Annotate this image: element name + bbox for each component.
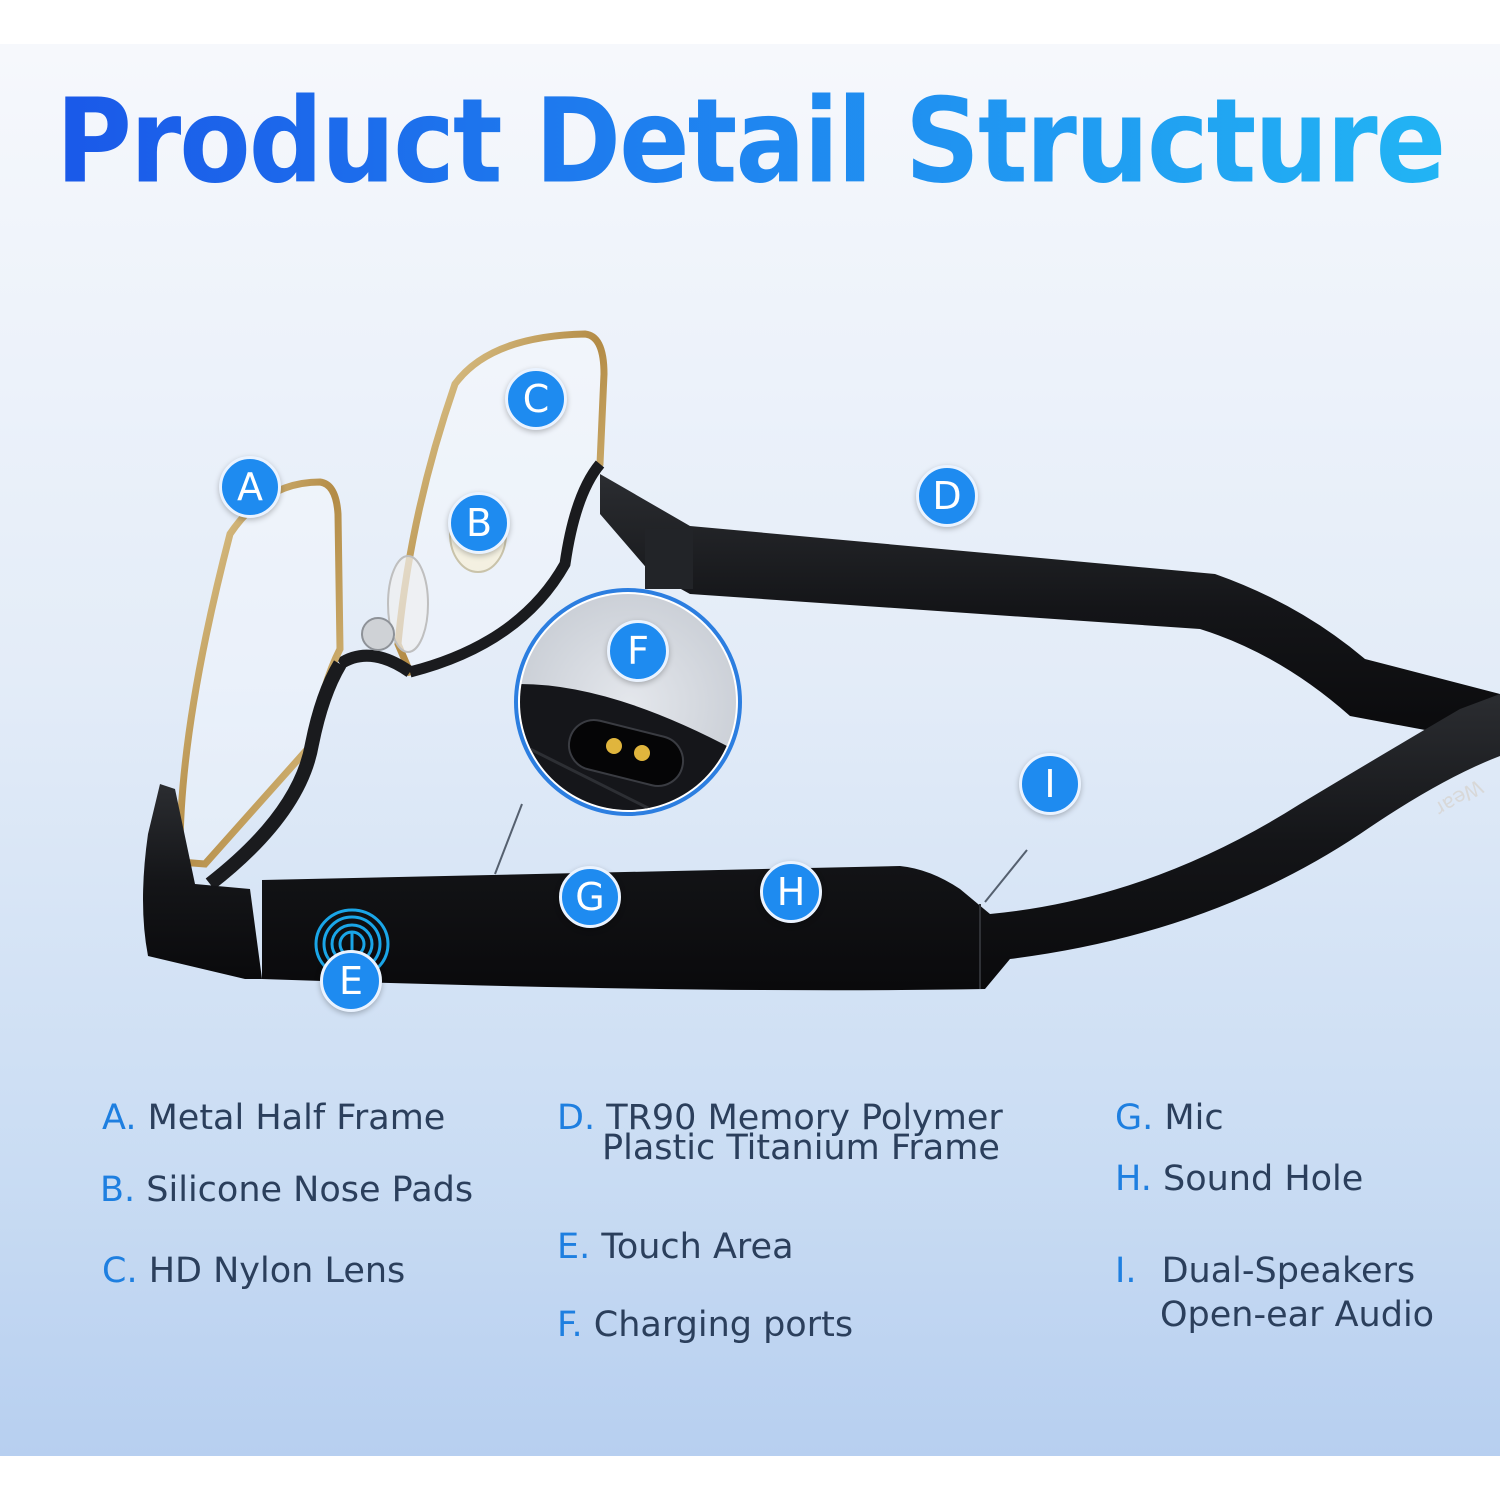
legend-key: B. [100, 1170, 136, 1210]
legend-item-f: F. Charging ports [557, 1303, 853, 1347]
marker-g[interactable]: G [559, 866, 621, 928]
glasses-illustration: Wear [143, 330, 1500, 991]
legend-key: A. [102, 1098, 137, 1138]
leader-line-i [984, 849, 1028, 903]
near-lens-rim [176, 478, 344, 868]
legend-text: Charging ports [593, 1305, 854, 1345]
legend-item-d: D. TR90 Memory Polymer Plastic Titanium … [557, 1096, 1003, 1170]
product-panel: Product Detail Structure [0, 44, 1500, 1456]
marker-b[interactable]: B [448, 492, 510, 554]
charging-port-inset [514, 588, 742, 816]
legend-text: Sound Hole [1162, 1159, 1364, 1199]
marker-a[interactable]: A [219, 456, 281, 518]
nose-bridge [336, 649, 414, 677]
far-lens-lower-frame [408, 460, 605, 678]
charging-pin [606, 738, 622, 754]
marker-e[interactable]: E [320, 950, 382, 1012]
legend-key: G. [1115, 1098, 1154, 1138]
legend-item-a: A. Metal Half Frame [102, 1096, 445, 1140]
charging-pin [634, 745, 650, 761]
legend-key: E. [557, 1227, 591, 1267]
legend-key: D. [557, 1098, 596, 1138]
legend-text: Mic [1164, 1098, 1224, 1138]
legend-text: TR90 Memory Polymer [606, 1098, 1003, 1138]
near-temple-arm [262, 694, 1500, 991]
legend-text: Silicone Nose Pads [146, 1170, 474, 1210]
legend-text: Dual-Speakers [1161, 1251, 1416, 1291]
leader-line-f [494, 803, 523, 875]
nose-pad-near [387, 555, 429, 653]
legend-key: F. [557, 1305, 583, 1345]
legend-text: Metal Half Frame [147, 1098, 446, 1138]
marker-c[interactable]: C [505, 368, 567, 430]
far-hinge [645, 529, 693, 589]
marker-i[interactable]: I [1019, 753, 1081, 815]
legend-text-line2: Plastic Titanium Frame [602, 1128, 1000, 1168]
legend-text-line2: Open-ear Audio [1160, 1295, 1435, 1335]
legend-item-g: G. Mic [1115, 1096, 1224, 1140]
legend-item-c: C. HD Nylon Lens [102, 1249, 405, 1293]
legend-text: HD Nylon Lens [148, 1251, 406, 1291]
near-lens-lower-frame [205, 660, 347, 890]
marker-h[interactable]: H [760, 861, 822, 923]
legend-item-i: I. Dual-Speakers Open-ear Audio [1115, 1249, 1434, 1337]
legend-key: I. [1115, 1251, 1137, 1291]
marker-f[interactable]: F [607, 620, 669, 682]
legend-item-b: B. Silicone Nose Pads [100, 1168, 473, 1212]
legend-key: H. [1115, 1159, 1152, 1199]
legend-item-h: H. Sound Hole [1115, 1157, 1363, 1201]
legend-item-e: E. Touch Area [557, 1225, 794, 1269]
marker-d[interactable]: D [916, 465, 978, 527]
page-title: Product Detail Structure [0, 77, 1500, 206]
far-temple-arm [600, 474, 1500, 744]
near-hinge-block [143, 784, 262, 979]
legend-key: C. [102, 1251, 138, 1291]
legend-text: Touch Area [601, 1227, 794, 1267]
